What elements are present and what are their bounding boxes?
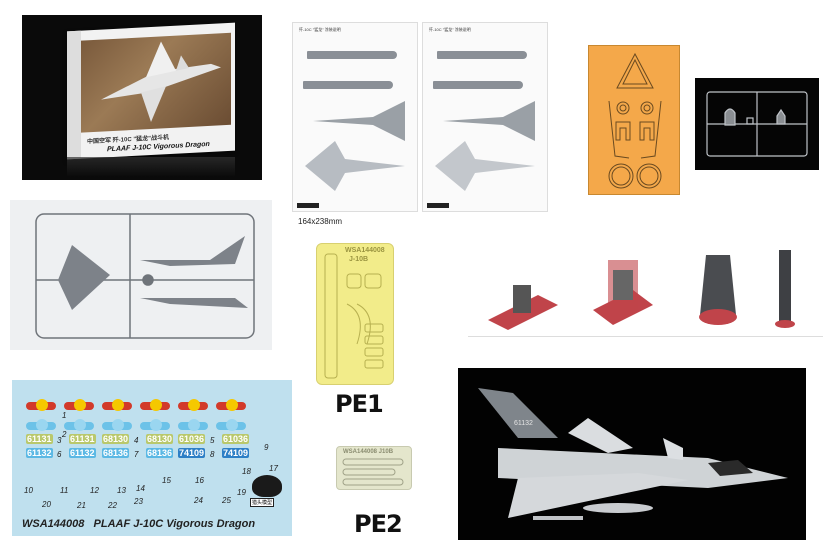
national-insignia-red bbox=[178, 399, 208, 411]
national-insignia-lowvis bbox=[26, 419, 56, 431]
j10c-model-icon bbox=[478, 388, 788, 520]
top-view-icon bbox=[443, 101, 535, 141]
decal-number: 14 bbox=[136, 484, 145, 493]
sprue-frame-icon bbox=[35, 213, 255, 339]
national-insignia-red bbox=[216, 399, 246, 411]
decal-number: 10 bbox=[24, 486, 33, 495]
sheet-title: 歼-10C "猛龙" 涂装说明 bbox=[429, 27, 471, 32]
built-model-photo: 61132 bbox=[458, 368, 806, 540]
decal-number: 8 bbox=[210, 450, 215, 459]
top-view-icon bbox=[313, 101, 405, 141]
pe1-code: WSA144008 bbox=[345, 247, 385, 254]
tail-number-decal: 61036 bbox=[222, 434, 250, 444]
decal-number: 12 bbox=[90, 486, 99, 495]
pe2-label: PE2 bbox=[354, 510, 403, 538]
canopy-mask-sheet bbox=[588, 45, 680, 195]
decal-number: 15 bbox=[162, 476, 171, 485]
tail-number-decal: 68130 bbox=[146, 434, 174, 444]
photo-etch-fret-1: WSA144008 J-10B bbox=[316, 243, 394, 385]
tail-number-decal: 61131 bbox=[69, 434, 96, 444]
tail-number-decal: 61131 bbox=[26, 434, 53, 444]
tail-number-decal: 68136 bbox=[102, 448, 130, 458]
sheet-footer-tag bbox=[427, 203, 449, 208]
model-tail-number: 61132 bbox=[514, 420, 533, 427]
decal-number: 16 bbox=[195, 476, 204, 485]
decal-number: 3 bbox=[57, 436, 62, 445]
brand-logo-icon bbox=[252, 475, 282, 497]
pe2-parts-icon bbox=[342, 458, 404, 486]
bottom-view-icon bbox=[435, 141, 535, 191]
decal-number: 23 bbox=[134, 497, 143, 506]
decal-number: 7 bbox=[134, 450, 139, 459]
profile-view bbox=[433, 81, 523, 89]
decal-sheet: 1 2 61131 3 61131 68130 4 68130 61036 5 … bbox=[12, 380, 292, 536]
decal-number: 13 bbox=[117, 486, 126, 495]
tail-number-decal: 74109 bbox=[178, 448, 206, 458]
pe-parts-icon bbox=[324, 253, 384, 379]
ejection-seat-print-icon bbox=[488, 285, 558, 330]
decal-number: 9 bbox=[264, 443, 269, 452]
box-reflection bbox=[67, 157, 235, 177]
gray-plastic-sprue bbox=[10, 200, 272, 350]
decal-number: 22 bbox=[108, 501, 117, 510]
photo-etch-fret-2: WSA144008 J10B bbox=[336, 446, 412, 490]
clear-parts-sprue bbox=[695, 78, 819, 170]
pe2-code: WSA144008 J10B bbox=[343, 449, 394, 455]
tail-number-decal: 61132 bbox=[69, 448, 96, 458]
sheet-footer-tag bbox=[297, 203, 319, 208]
pe1-subtitle: J-10B bbox=[349, 256, 369, 263]
tail-number-decal: 68130 bbox=[102, 434, 130, 444]
box-spine bbox=[67, 30, 81, 160]
instruction-sheet-right: 歼-10C "猛龙" 涂装说明 bbox=[422, 22, 548, 212]
decal-number: 5 bbox=[210, 436, 215, 445]
kit-box: 中国空军 歼-10C "猛龙"战斗机 PLAAF J-10C Vigorous … bbox=[67, 22, 235, 160]
box-art-image bbox=[81, 32, 231, 133]
pe1-label: PE1 bbox=[335, 390, 384, 418]
bottom-view-icon bbox=[305, 141, 405, 191]
national-insignia-lowvis bbox=[64, 419, 94, 431]
national-insignia-lowvis bbox=[102, 419, 132, 431]
sheet-title: 歼-10C "猛龙" 涂装说明 bbox=[299, 27, 341, 32]
decal-number: 11 bbox=[60, 486, 69, 495]
tail-number-decal: 61132 bbox=[26, 448, 53, 458]
resin-3d-printed-parts bbox=[468, 245, 823, 337]
pylon-parts-print-icon bbox=[593, 260, 653, 325]
profile-view bbox=[307, 51, 397, 59]
profile-view bbox=[303, 81, 393, 89]
decal-number: 20 bbox=[42, 500, 51, 509]
dimension-label: 164x238mm bbox=[298, 217, 343, 226]
jet-icon bbox=[101, 41, 221, 122]
decal-number: 2 bbox=[62, 430, 67, 439]
tail-number-decal: 74109 bbox=[222, 448, 250, 458]
national-insignia-lowvis bbox=[178, 419, 208, 431]
tail-number-decal: 68136 bbox=[146, 448, 174, 458]
national-insignia-red bbox=[140, 399, 170, 411]
national-insignia-red bbox=[64, 399, 94, 411]
decal-number: 25 bbox=[222, 496, 231, 505]
national-insignia-lowvis bbox=[216, 419, 246, 431]
national-insignia-red bbox=[102, 399, 132, 411]
exhaust-nozzle-print-icon bbox=[699, 255, 737, 325]
decal-number: 17 bbox=[269, 464, 278, 473]
mask-outline-icon bbox=[608, 52, 662, 189]
national-insignia-lowvis bbox=[140, 419, 170, 431]
decal-number: 6 bbox=[57, 450, 62, 459]
decal-number: 21 bbox=[77, 501, 86, 510]
strut-print-icon bbox=[775, 250, 795, 328]
decal-sheet-title: WSA144008 PLAAF J-10C Vigorous Dragon bbox=[22, 518, 256, 530]
national-insignia-red bbox=[26, 399, 56, 411]
tail-number-decal: 61036 bbox=[178, 434, 206, 444]
clear-sprue-icon bbox=[706, 91, 808, 157]
box-art-photo: 中国空军 歼-10C "猛龙"战斗机 PLAAF J-10C Vigorous … bbox=[22, 15, 262, 180]
decal-number: 19 bbox=[237, 488, 246, 497]
profile-view bbox=[437, 51, 527, 59]
decal-number: 4 bbox=[134, 436, 139, 445]
decal-number: 1 bbox=[62, 411, 67, 420]
painting-instructions: 歼-10C "猛龙" 涂装说明 歼-10C "猛龙" 涂装说明 164x238m… bbox=[292, 22, 548, 230]
decal-number: 18 bbox=[242, 467, 251, 476]
decal-number: 24 bbox=[194, 496, 203, 505]
instruction-sheet-left: 歼-10C "猛龙" 涂装说明 bbox=[292, 22, 418, 212]
brand-logo-text: 猎头模型 bbox=[250, 498, 275, 507]
